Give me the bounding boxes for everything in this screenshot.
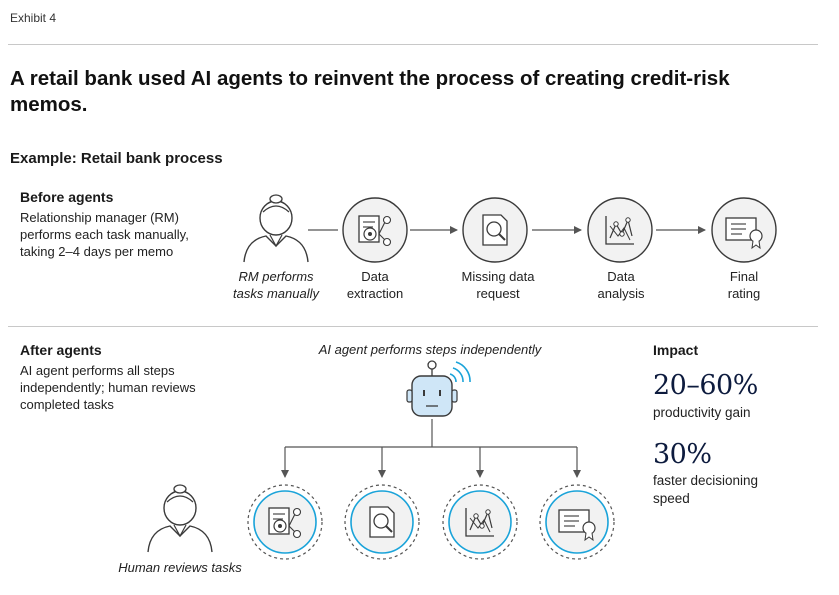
page-title: A retail bank used AI agents to reinvent… — [10, 67, 730, 116]
top-divider — [8, 44, 818, 45]
after-heading: After agents — [20, 342, 102, 358]
step-caption-line1: Final — [729, 269, 759, 284]
step-caption-line1: Missing data — [461, 269, 535, 284]
step-caption-line2: analysis — [597, 286, 645, 301]
ai-agent-robot-icon — [406, 360, 471, 417]
example-heading: Example: Retail bank process — [10, 150, 223, 167]
rm-person-icon — [243, 194, 309, 263]
analysis-chart-icon — [587, 197, 653, 263]
rm-caption-line2: tasks manually — [233, 286, 319, 301]
section-divider — [8, 326, 818, 327]
productivity-value: 20–60% — [653, 370, 758, 401]
before-description: Relationship manager (RM) performs each … — [20, 210, 189, 259]
step-caption-data-analysis: Data analysis — [571, 268, 671, 302]
productivity-label: productivity gain — [653, 405, 751, 420]
document-search-icon — [462, 197, 528, 263]
step-caption-line2: extraction — [346, 286, 404, 301]
human-reviewer-icon — [147, 484, 213, 553]
step-caption-final-rating: Final rating — [694, 268, 794, 302]
speed-label: faster decisioning speed — [653, 473, 759, 506]
agent-certificate-icon — [539, 484, 615, 560]
impact-heading: Impact — [653, 342, 699, 358]
rm-caption: RM performs tasks manually — [220, 268, 332, 302]
after-description: AI agent performs all steps independentl… — [20, 363, 196, 412]
agent-document-search-icon — [344, 484, 420, 560]
certificate-icon — [711, 197, 777, 263]
agent-analysis-chart-icon — [442, 484, 518, 560]
agent-caption: AI agent performs steps independently — [318, 342, 542, 357]
data-extraction-icon — [342, 197, 408, 263]
step-caption-line1: Data — [607, 269, 635, 284]
human-caption: Human reviews tasks — [118, 560, 242, 575]
step-caption-data-extraction: Data extraction — [325, 268, 425, 302]
step-caption-missing-data: Missing data request — [443, 268, 553, 302]
before-heading: Before agents — [20, 189, 114, 205]
speed-value: 30% — [653, 439, 712, 470]
step-caption-line2: request — [476, 286, 520, 301]
rm-caption-line1: RM performs — [238, 269, 314, 284]
agent-data-extraction-icon — [247, 484, 323, 560]
step-caption-line1: Data — [361, 269, 389, 284]
exhibit-label: Exhibit 4 — [10, 11, 57, 25]
step-caption-line2: rating — [727, 286, 761, 301]
